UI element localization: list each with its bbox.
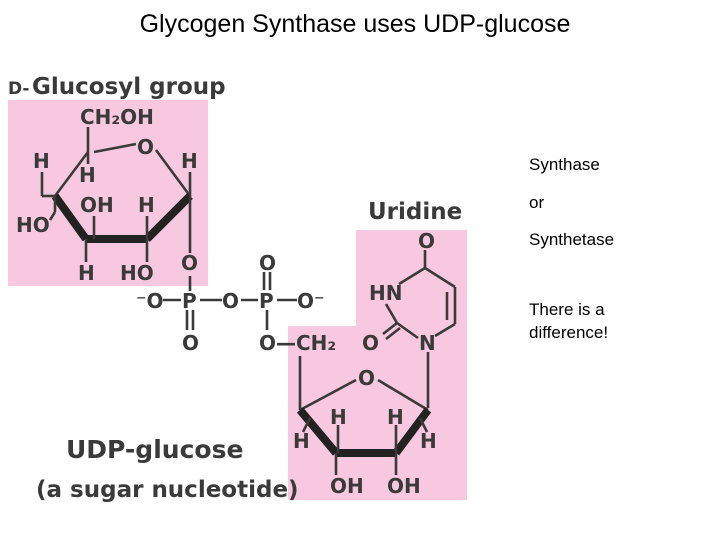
- note-difference-line1: There is a: [529, 300, 605, 319]
- slide-title: Glycogen Synthase uses UDP-glucose: [139, 10, 571, 38]
- uracil-ring-bonds: [382, 250, 457, 408]
- sugar-nucleotide-label: (a sugar nucleotide): [36, 477, 299, 503]
- phosphate-o-minus-left: ⁻O: [136, 289, 164, 313]
- ribose-h-right-down: H: [420, 429, 437, 453]
- uracil-hn-atom: HN: [369, 281, 402, 305]
- ho-atom-c2-bottom: HO: [120, 261, 154, 285]
- ring-oxygen-atom: O: [137, 135, 154, 159]
- h-atom-c1: H: [181, 149, 198, 173]
- glucose-ring-bonds: [40, 127, 193, 262]
- glucosyl-prefix-label: D-: [8, 79, 29, 99]
- ribose-ring-oxygen: O: [358, 366, 375, 390]
- phosphorus-atom-1: P: [182, 289, 197, 313]
- h-atom-c4: H: [79, 163, 96, 187]
- note-or: or: [529, 193, 545, 212]
- bridging-oxygen-atom: O: [222, 289, 239, 313]
- h-atom-c2: H: [138, 193, 155, 217]
- glycosidic-oxygen-atom: O: [181, 251, 198, 275]
- udp-glucose-label: UDP-glucose: [66, 435, 243, 464]
- phosphate-oxygen-top: O: [259, 251, 276, 275]
- ribose-h-right-up: H: [387, 405, 404, 429]
- phosphate-o-minus-right: O⁻: [297, 289, 325, 313]
- uracil-carbonyl-oxygen-top: O: [418, 229, 435, 253]
- glucosyl-group-label: Glucosyl group: [32, 74, 226, 100]
- h-atom-c3-bottom: H: [78, 261, 95, 285]
- ribose-oh-right: OH: [387, 474, 421, 498]
- note-synthase: Synthase: [529, 155, 600, 174]
- ribose-h-left-up: H: [330, 405, 347, 429]
- uracil-carbonyl-oxygen-bottom: O: [362, 331, 379, 355]
- h-atom-c5: H: [33, 149, 50, 173]
- ho-atom-c4: HO: [16, 213, 50, 237]
- ch2oh-atom: CH₂OH: [80, 105, 154, 129]
- ribose-h-left-down: H: [293, 429, 310, 453]
- uracil-nitrogen-n1: N: [419, 331, 436, 355]
- ribose-ring-bonds: [296, 356, 432, 475]
- phosphate-oxygen-bottom-1: O: [182, 331, 199, 355]
- note-difference-line2: difference!: [529, 323, 609, 342]
- diphosphate-bonds: [163, 272, 297, 330]
- oh-atom-c3: OH: [80, 193, 114, 217]
- note-synthetase: Synthetase: [529, 230, 615, 249]
- ribose-oh-left: OH: [330, 474, 364, 498]
- phosphorus-atom-2: P: [259, 289, 274, 313]
- uridine-highlight: [288, 230, 467, 500]
- uridine-label: Uridine: [368, 199, 462, 225]
- o-ch2-linkage: O—CH₂: [259, 331, 336, 355]
